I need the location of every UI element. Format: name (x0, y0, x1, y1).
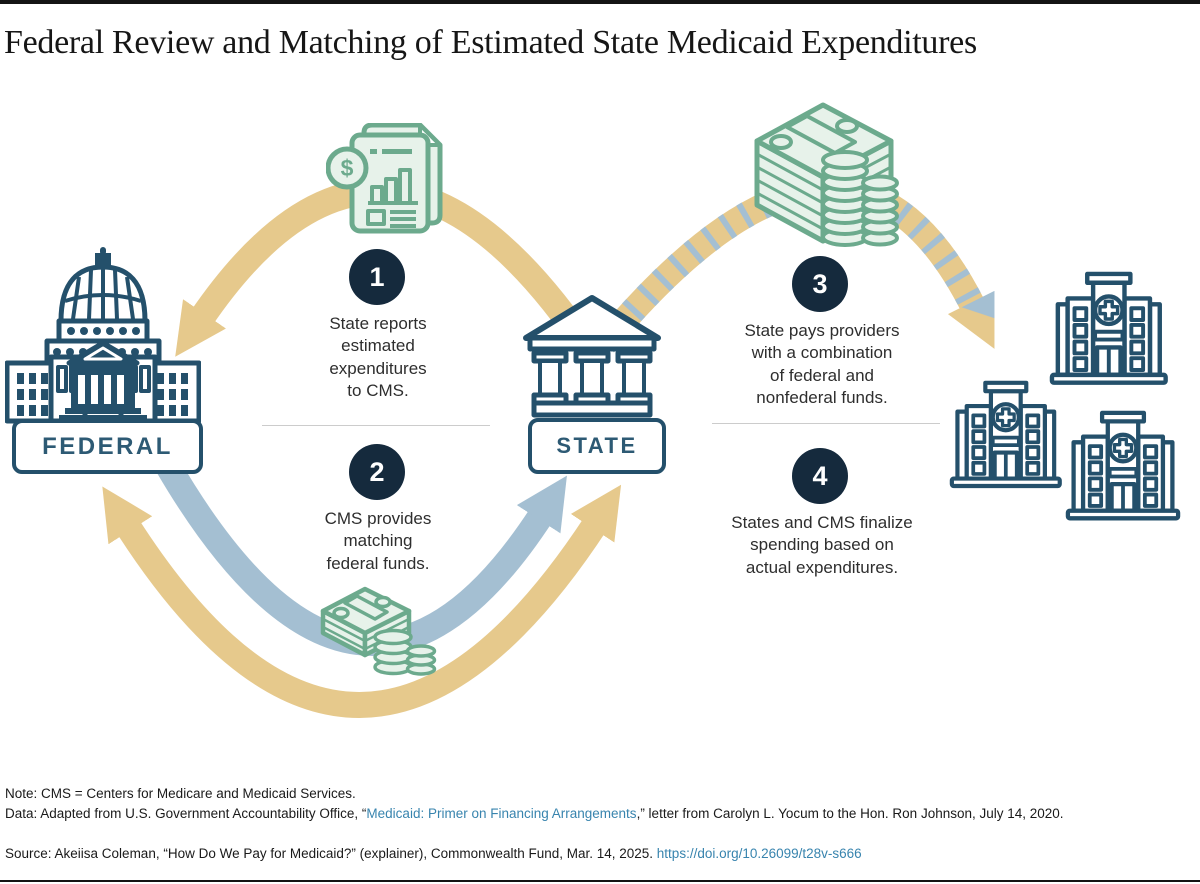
hospital-icon-left (952, 383, 1060, 486)
step-2-text: CMS provides matching federal funds. (324, 509, 432, 573)
step-1-badge: 1 (349, 249, 405, 305)
divider-left (262, 425, 490, 426)
data-source-link[interactable]: Medicaid: Primer on Financing Arrangemen… (366, 806, 637, 821)
arrow-finalize-bidirectional (102, 484, 622, 718)
step-4-badge: 4 (792, 448, 848, 504)
step-2-badge: 2 (349, 444, 405, 500)
federal-label: FEDERAL (12, 419, 203, 474)
step-2-number: 2 (369, 456, 385, 487)
federal-label-text: FEDERAL (42, 432, 173, 460)
state-label: STATE (528, 418, 666, 474)
divider-right (712, 423, 940, 424)
dollar-sign-glyph: $ (341, 155, 354, 181)
step-4-text: States and CMS finalize spending based o… (731, 513, 913, 577)
step-3-badge: 3 (792, 256, 848, 312)
hospital-icon-right (1068, 413, 1178, 518)
money-stack-small-icon (320, 586, 437, 676)
bottom-rule (0, 880, 1200, 882)
expenditure-report-icon: $ (326, 123, 443, 234)
step-1-text: State reports estimated expenditures to … (329, 314, 427, 401)
top-rule (0, 0, 1200, 4)
state-building-icon (523, 295, 661, 418)
state-label-text: STATE (556, 433, 638, 458)
footnote-note: Note: CMS = Centers for Medicare and Med… (5, 786, 356, 801)
step-3-text: State pays providers with a combination … (744, 321, 900, 408)
page-title: Federal Review and Matching of Estimated… (4, 24, 977, 61)
footnote-data: Data: Adapted from U.S. Government Accou… (5, 806, 1064, 821)
hospital-icon-top (1052, 274, 1166, 383)
step-1-number: 1 (369, 261, 385, 292)
capitol-building-icon (5, 247, 201, 424)
step-3-number: 3 (812, 268, 828, 299)
hospital-icons (945, 266, 1190, 528)
step-4-number: 4 (812, 460, 828, 491)
doi-link[interactable]: https://doi.org/10.26099/t28v-s666 (656, 846, 862, 861)
footnote-source: Source: Akeiisa Coleman, “How Do We Pay … (5, 846, 862, 861)
money-stack-large-icon (754, 102, 899, 247)
